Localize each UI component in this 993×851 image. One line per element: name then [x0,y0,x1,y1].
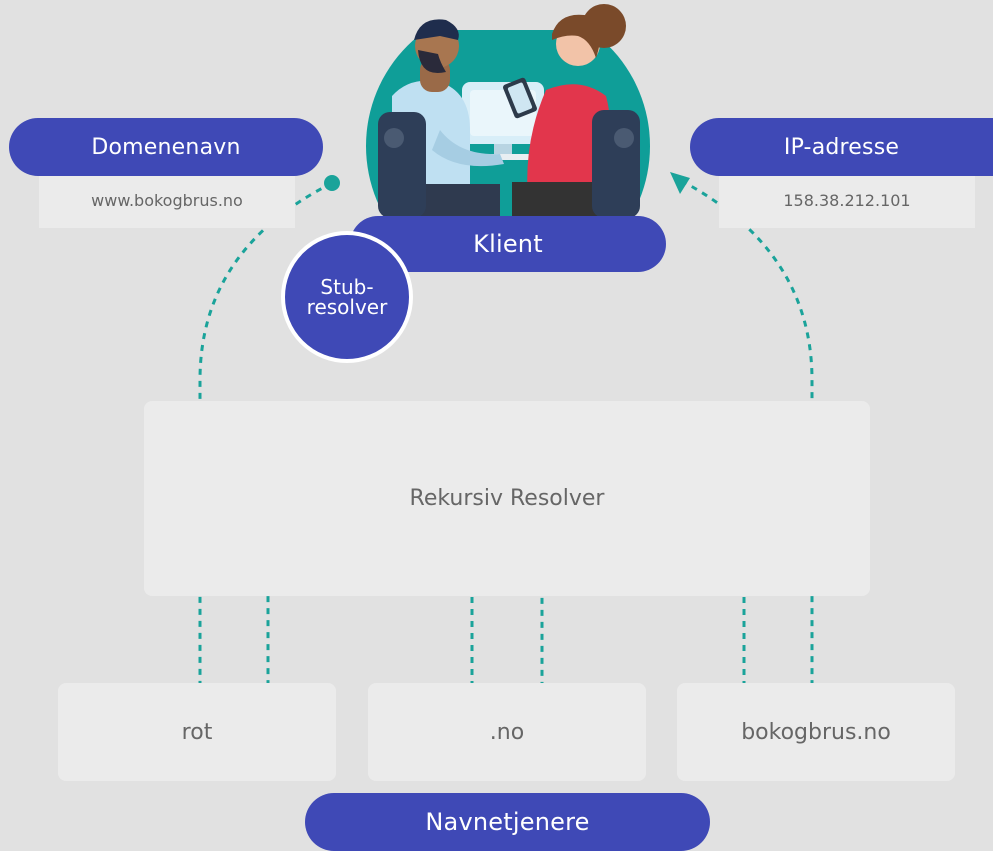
name-servers-label: Navnetjenere [305,793,710,851]
stub-resolver-line2: resolver [306,295,388,319]
domain-name-value: www.bokogbrus.no [91,190,243,210]
flow-start-dot [324,175,340,191]
ip-address-value-box: 158.38.212.101 [719,172,975,228]
name-servers-label-text: Navnetjenere [425,808,590,836]
domain-name-label-text: Domenenavn [91,134,241,160]
ip-address-label-text: IP-adresse [783,134,900,160]
name-server-no: .no [368,683,646,781]
ip-address-label: IP-adresse [690,118,993,176]
name-server-rot-label: rot [181,719,213,745]
recursive-resolver-label: Rekursiv Resolver [409,486,605,511]
name-server-rot: rot [58,683,336,781]
client-label-text: Klient [473,230,543,258]
name-server-bokogbrus: bokogbrus.no [677,683,955,781]
domain-name-label: Domenenavn [9,118,323,176]
name-server-bokogbrus-label: bokogbrus.no [741,719,891,745]
stub-resolver-line1: Stub- [320,275,374,299]
arrowhead-diagonal-icon [670,172,690,194]
stub-resolver-badge: Stub- resolver [281,231,413,363]
recursive-resolver-box: Rekursiv Resolver [144,401,870,596]
name-server-no-label: .no [489,719,525,745]
domain-name-value-box: www.bokogbrus.no [39,172,295,228]
ip-address-value: 158.38.212.101 [783,190,911,210]
